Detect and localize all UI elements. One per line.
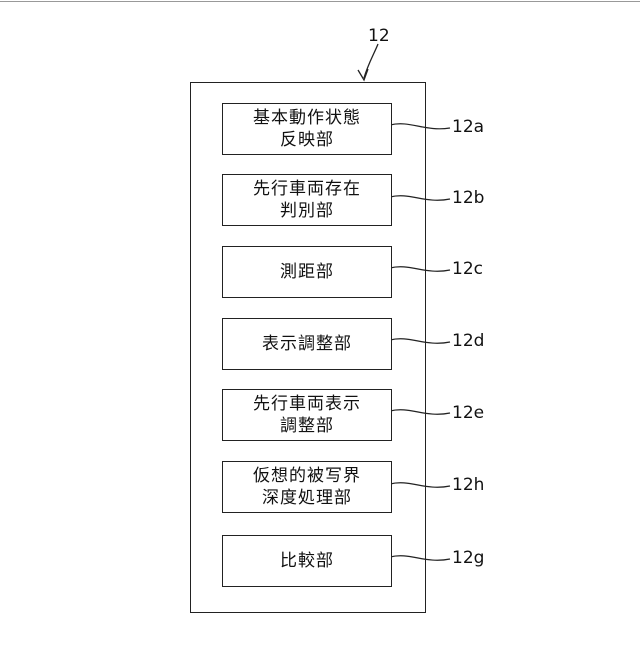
block-basic-operation-reflect: 基本動作状態 反映部 xyxy=(222,103,392,155)
block-line: 測距部 xyxy=(280,262,334,282)
container-label: 12 xyxy=(368,26,390,46)
ref-label-12h: 12h xyxy=(452,475,485,495)
unit-container xyxy=(190,82,426,613)
leader-12e xyxy=(389,409,451,415)
block-line: 基本動作状態 xyxy=(253,108,361,128)
block-line: 判別部 xyxy=(280,201,334,221)
ref-label-12g: 12g xyxy=(452,548,485,568)
block-line: 調整部 xyxy=(280,416,334,436)
block-line: 深度処理部 xyxy=(262,488,352,508)
leader-12a xyxy=(389,123,451,130)
block-preceding-vehicle-display-adjust: 先行車両表示 調整部 xyxy=(222,389,392,441)
block-line: 反映部 xyxy=(280,130,334,150)
ref-label-12e: 12e xyxy=(452,403,485,423)
block-display-adjust: 表示調整部 xyxy=(222,318,392,370)
ref-label-12c: 12c xyxy=(452,259,483,279)
ref-label-12a: 12a xyxy=(452,117,485,137)
ref-label-12b: 12b xyxy=(452,188,485,208)
block-preceding-vehicle-detect: 先行車両存在 判別部 xyxy=(222,174,392,226)
block-line: 仮想的被写界 xyxy=(253,466,361,486)
leader-12h xyxy=(389,482,451,488)
container-leader xyxy=(363,43,379,79)
top-border-line xyxy=(0,1,640,2)
block-virtual-depth-of-field: 仮想的被写界 深度処理部 xyxy=(222,461,392,513)
container-arrowhead xyxy=(357,68,369,82)
leader-12d xyxy=(389,338,451,344)
block-line: 先行車両存在 xyxy=(253,179,361,199)
leader-12g xyxy=(389,555,451,561)
block-compare: 比較部 xyxy=(222,535,392,587)
leader-12c xyxy=(389,266,451,272)
block-ranging: 測距部 xyxy=(222,246,392,298)
block-line: 先行車両表示 xyxy=(253,394,361,414)
leader-12b xyxy=(389,195,451,201)
block-line: 比較部 xyxy=(280,551,334,571)
block-line: 表示調整部 xyxy=(262,334,352,354)
ref-label-12d: 12d xyxy=(452,331,485,351)
